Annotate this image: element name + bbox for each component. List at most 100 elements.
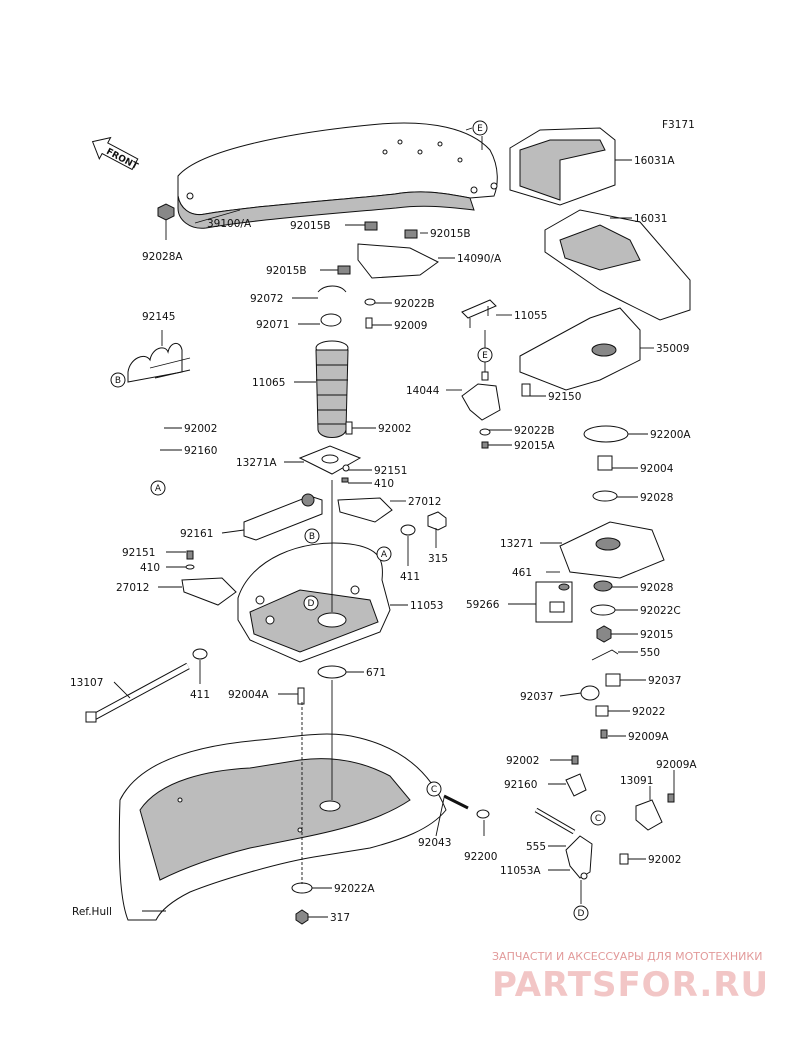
svg-text:D: D [308, 599, 315, 609]
pad-16031a-drawing [509, 127, 632, 206]
part-label: 92151 [374, 465, 407, 477]
part-label: 92002 [378, 423, 411, 435]
svg-text:E: E [477, 124, 483, 134]
stopper-92161-drawing [243, 493, 323, 541]
svg-text:D: D [578, 909, 585, 919]
watermark-brand: PARTSFOR.RU [492, 965, 769, 1005]
part-label: 92150 [548, 391, 581, 403]
svg-text:A: A [381, 550, 388, 560]
part-label: 671 [366, 667, 386, 679]
part-label: 59266 [466, 599, 500, 611]
callout-c-left: C [426, 781, 442, 797]
part-label: 92022B [514, 425, 555, 437]
part-label: 92151 [122, 547, 155, 559]
bracket-14044-drawing [461, 371, 501, 449]
callout-a-left: A [150, 480, 166, 496]
arm-35009-drawing [519, 307, 641, 397]
washer-92200a-drawing [583, 425, 629, 443]
svg-text:A: A [155, 484, 162, 494]
callout-d-holder: D [303, 595, 319, 611]
part-label: 92009A [628, 731, 669, 743]
watermark-tagline: ЗАПЧАСТИ И АКСЕССУАРЫ ДЛЯ МОТОТЕХНИКИ [492, 950, 762, 963]
svg-text:C: C [431, 785, 437, 795]
part-label: 92028 [640, 492, 673, 504]
part-label: 92002 [648, 854, 681, 866]
svg-text:B: B [309, 532, 315, 542]
part-label: 11053 [410, 600, 443, 612]
part-label: 92022B [394, 298, 435, 310]
part-label: 92015B [290, 220, 331, 232]
callout-e-mid: E [477, 347, 493, 363]
part-label: 11053A [500, 865, 541, 877]
plate-13271a-drawing [298, 445, 362, 483]
pad-16031-drawing [544, 209, 691, 321]
part-label: 92028 [640, 582, 673, 594]
part-label: 92022A [334, 883, 375, 895]
o-ring-671-drawing [317, 665, 347, 679]
part-label: 92015 [640, 629, 673, 641]
part-labels: 16031A 16031 39100/A 92028A 92015B 92015… [70, 155, 697, 924]
part-label: 14090/A [457, 253, 502, 265]
boot-11065-drawing [315, 340, 353, 438]
part-label: 13091 [620, 775, 653, 787]
part-label: 13271A [236, 457, 277, 469]
spring-92145-drawing [127, 343, 191, 383]
part-label: 16031 [634, 213, 667, 225]
part-label: 14044 [406, 385, 440, 397]
small-parts-right-drawing [535, 580, 621, 739]
part-label: 92161 [180, 528, 213, 540]
part-label: 92028A [142, 251, 183, 263]
svg-text:B: B [115, 376, 121, 386]
figure-code: F3171 [662, 119, 695, 131]
leader-lines [113, 127, 675, 918]
shaft-13107-drawing [85, 662, 190, 723]
part-label: 92200 [464, 851, 497, 863]
part-label: 411 [190, 689, 210, 701]
part-label: 555 [526, 841, 546, 853]
part-label: 11065 [252, 377, 285, 389]
part-label: 92004A [228, 689, 269, 701]
part-label: 11055 [514, 310, 547, 322]
part-label: 92037 [520, 691, 553, 703]
part-label: 27012 [116, 582, 149, 594]
part-label: 411 [400, 571, 420, 583]
callout-b-left: B [110, 372, 126, 388]
washer-92022a-drawing [291, 687, 313, 925]
part-label: 35009 [656, 343, 689, 355]
front-arrow-icon: FRONT [91, 136, 140, 172]
part-label: 13271 [500, 538, 533, 550]
part-label: 92037 [648, 675, 681, 687]
callout-c-right: C [590, 810, 606, 826]
bracket-14090a-drawing [317, 221, 439, 329]
callout-e-top: E [472, 120, 488, 136]
hull-drawing [118, 733, 447, 921]
part-label: 92002 [184, 423, 217, 435]
lower-right-parts-drawing [443, 755, 675, 880]
part-label: 92002 [506, 755, 539, 767]
bracket-11055-drawing [461, 299, 497, 328]
part-label: 92160 [504, 779, 537, 791]
holder-11053-drawing [192, 542, 391, 663]
part-label: 39100/A [207, 218, 252, 230]
part-label: 92015B [430, 228, 471, 240]
part-label: 92072 [250, 293, 283, 305]
part-label: 92043 [418, 837, 451, 849]
part-label: 92022 [632, 706, 665, 718]
callout-b-holder: B [304, 528, 320, 544]
part-label: 315 [428, 553, 448, 565]
part-label: 461 [512, 567, 532, 579]
plate-13271-drawing [559, 521, 665, 579]
part-label: 410 [140, 562, 160, 574]
part-label: 92015A [514, 440, 555, 452]
part-label: 92071 [256, 319, 289, 331]
part-label: Ref.Hull [72, 906, 112, 918]
part-label: 27012 [408, 496, 441, 508]
part-label: 92022C [640, 605, 681, 617]
bolt-92004-drawing [592, 455, 618, 502]
svg-text:C: C [595, 814, 601, 824]
part-label: 92200A [650, 429, 691, 441]
part-label: 92160 [184, 445, 217, 457]
part-label: 92009A [656, 759, 697, 771]
part-label: 13107 [70, 677, 103, 689]
